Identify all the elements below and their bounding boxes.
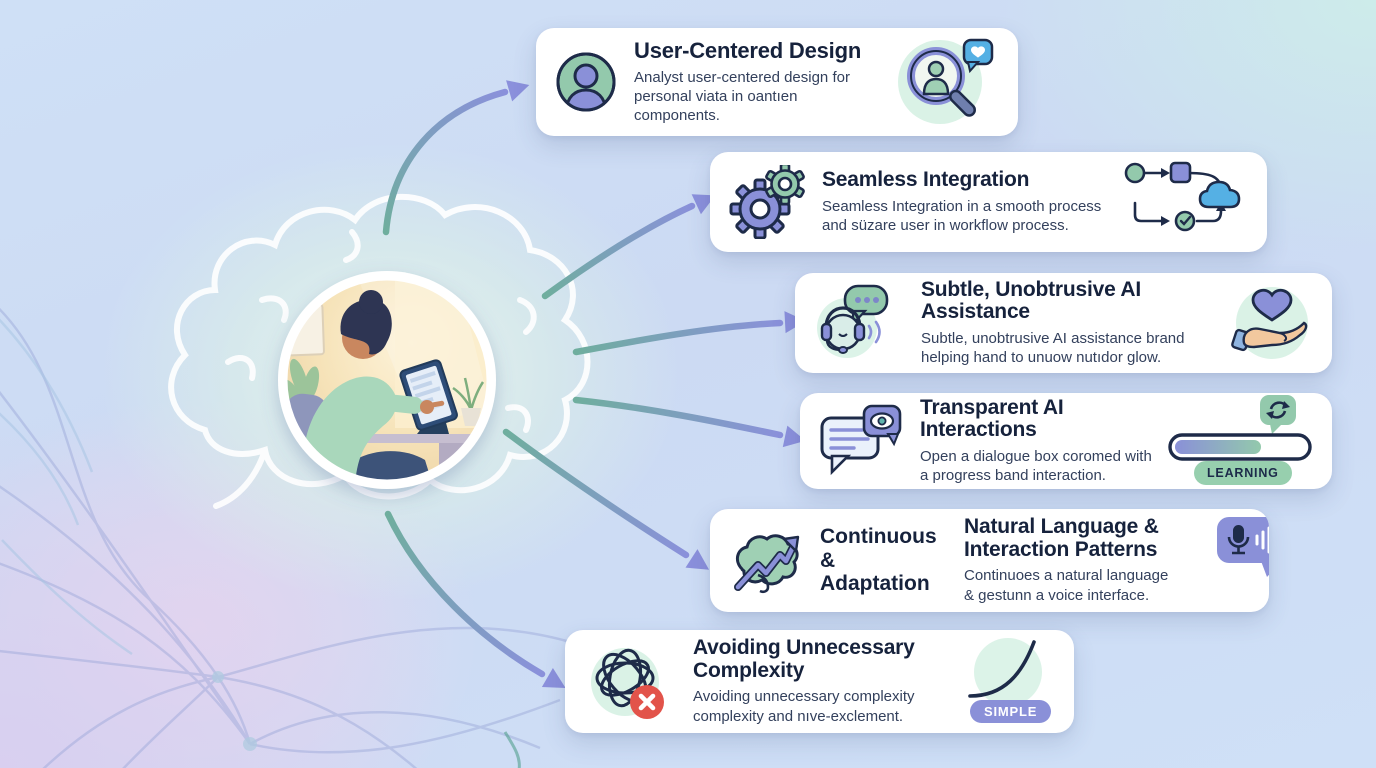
hand-heart-icon (1231, 287, 1308, 359)
voice-speech-icon (1217, 517, 1269, 577)
refresh-badge (1260, 395, 1296, 434)
brain-growth-icon (734, 533, 800, 593)
card-natural-language-patterns: Continuous & Adaptation Natural Language… (710, 509, 1269, 612)
tangle-error-icon (591, 647, 664, 719)
simple-badge: SIMPLE (970, 699, 1052, 723)
simple-widget: SIMPLE (956, 634, 1056, 730)
workflow-cloud-icon (1124, 161, 1241, 232)
waveform-icon (1255, 526, 1269, 554)
card-heading-left: Continuous & Adaptation (820, 525, 937, 596)
card-title: Avoiding Unnecessary Complexity (693, 636, 915, 682)
card-title: Subtle, Unobtrusive AI Assistance (921, 277, 1142, 324)
heart-bubble (962, 38, 994, 74)
progress-bar-icon (1168, 395, 1312, 461)
card-avoiding-complexity: Avoiding Unnecessary Complexity Avoiding… (565, 630, 1074, 733)
error-badge (630, 684, 664, 719)
card-description: Open a dialogue box coromed with a progr… (920, 447, 1152, 485)
card-description: Avoiding unnecessary complexity complexi… (693, 688, 915, 725)
card-description: Analyst user-centered design for persona… (634, 68, 850, 124)
cloud-icon (1198, 180, 1241, 209)
card-description: Seamless Integration in a smooth process… (822, 197, 1102, 234)
card-user-centered-design: User-Centered Design Analyst user-center… (536, 28, 1018, 136)
open-hand (1231, 321, 1308, 352)
microphone-icon (1227, 525, 1250, 555)
card-title: Natural Language & Interaction Patterns (964, 515, 1159, 561)
plant-desk (452, 377, 485, 426)
card-title: Transparent AI Interactions (920, 395, 1064, 442)
brain-outline-icon (168, 193, 591, 509)
magnifier-person-heart-icon (898, 38, 994, 124)
card-description: Continuoes a natural language & gestunn … (964, 567, 1169, 604)
eye-badge (862, 404, 902, 447)
progress-widget: LEARNING (1168, 393, 1314, 489)
gears-icon (729, 165, 805, 239)
card-title: User-Centered Design (634, 37, 862, 63)
card-description: Subtle, unobtrusive AI assistance brand … (921, 329, 1185, 367)
learning-badge: LEARNING (1194, 461, 1292, 485)
heart-icon (1251, 288, 1293, 322)
card-seamless-integration: Seamless Integration Seamless Integratio… (710, 152, 1267, 252)
headset-chat-icon (817, 284, 889, 358)
voice-bubble (1217, 517, 1269, 577)
voice-illustration (1215, 509, 1269, 612)
user-avatar-icon (556, 52, 616, 112)
card-title: Seamless Integration (822, 167, 1030, 191)
dialogue-eye-icon (820, 404, 902, 476)
card-subtle-ai-assistance: Subtle, Unobtrusive AI Assistance Subtle… (795, 273, 1332, 373)
card-transparent-ai-interactions: Transparent AI Interactions Open a dialo… (800, 393, 1332, 489)
simple-curve-icon (968, 637, 1042, 706)
center-photo (278, 271, 496, 489)
